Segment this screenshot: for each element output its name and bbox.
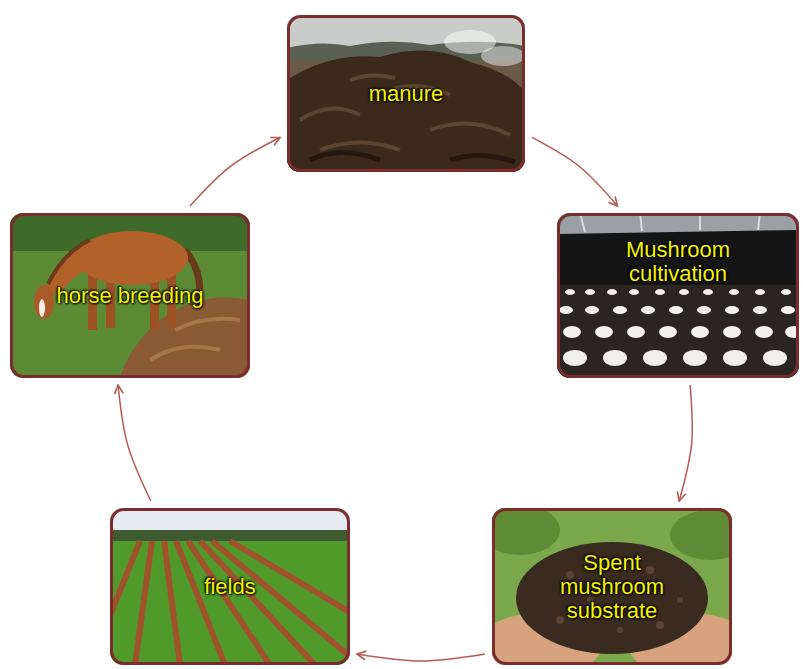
cycle-arrow <box>532 137 618 206</box>
photo-box: manure <box>287 15 525 172</box>
horse-photo <box>10 213 250 378</box>
cycle-arrow <box>357 654 485 661</box>
box-label: horse breeding <box>57 284 204 308</box>
box-label: fields <box>204 575 255 599</box>
mushroom-photo <box>557 213 799 378</box>
cycle-arrow <box>679 385 692 501</box>
manure-photo <box>287 15 525 172</box>
cycle-arrow <box>118 385 151 501</box>
photo-box: Mushroom cultivation <box>557 213 799 378</box>
photo-box: horse breeding <box>10 213 250 378</box>
fields-photo <box>110 508 350 665</box>
photo-box: fields <box>110 508 350 665</box>
photo-box: Spent mushroom substrate <box>492 508 732 665</box>
cycle-arrow <box>190 137 280 206</box>
box-label: Spent mushroom substrate <box>547 551 677 623</box>
box-label: Mushroom cultivation <box>588 238 768 286</box>
substrate-photo <box>492 508 732 665</box>
box-label: manure <box>369 82 444 106</box>
